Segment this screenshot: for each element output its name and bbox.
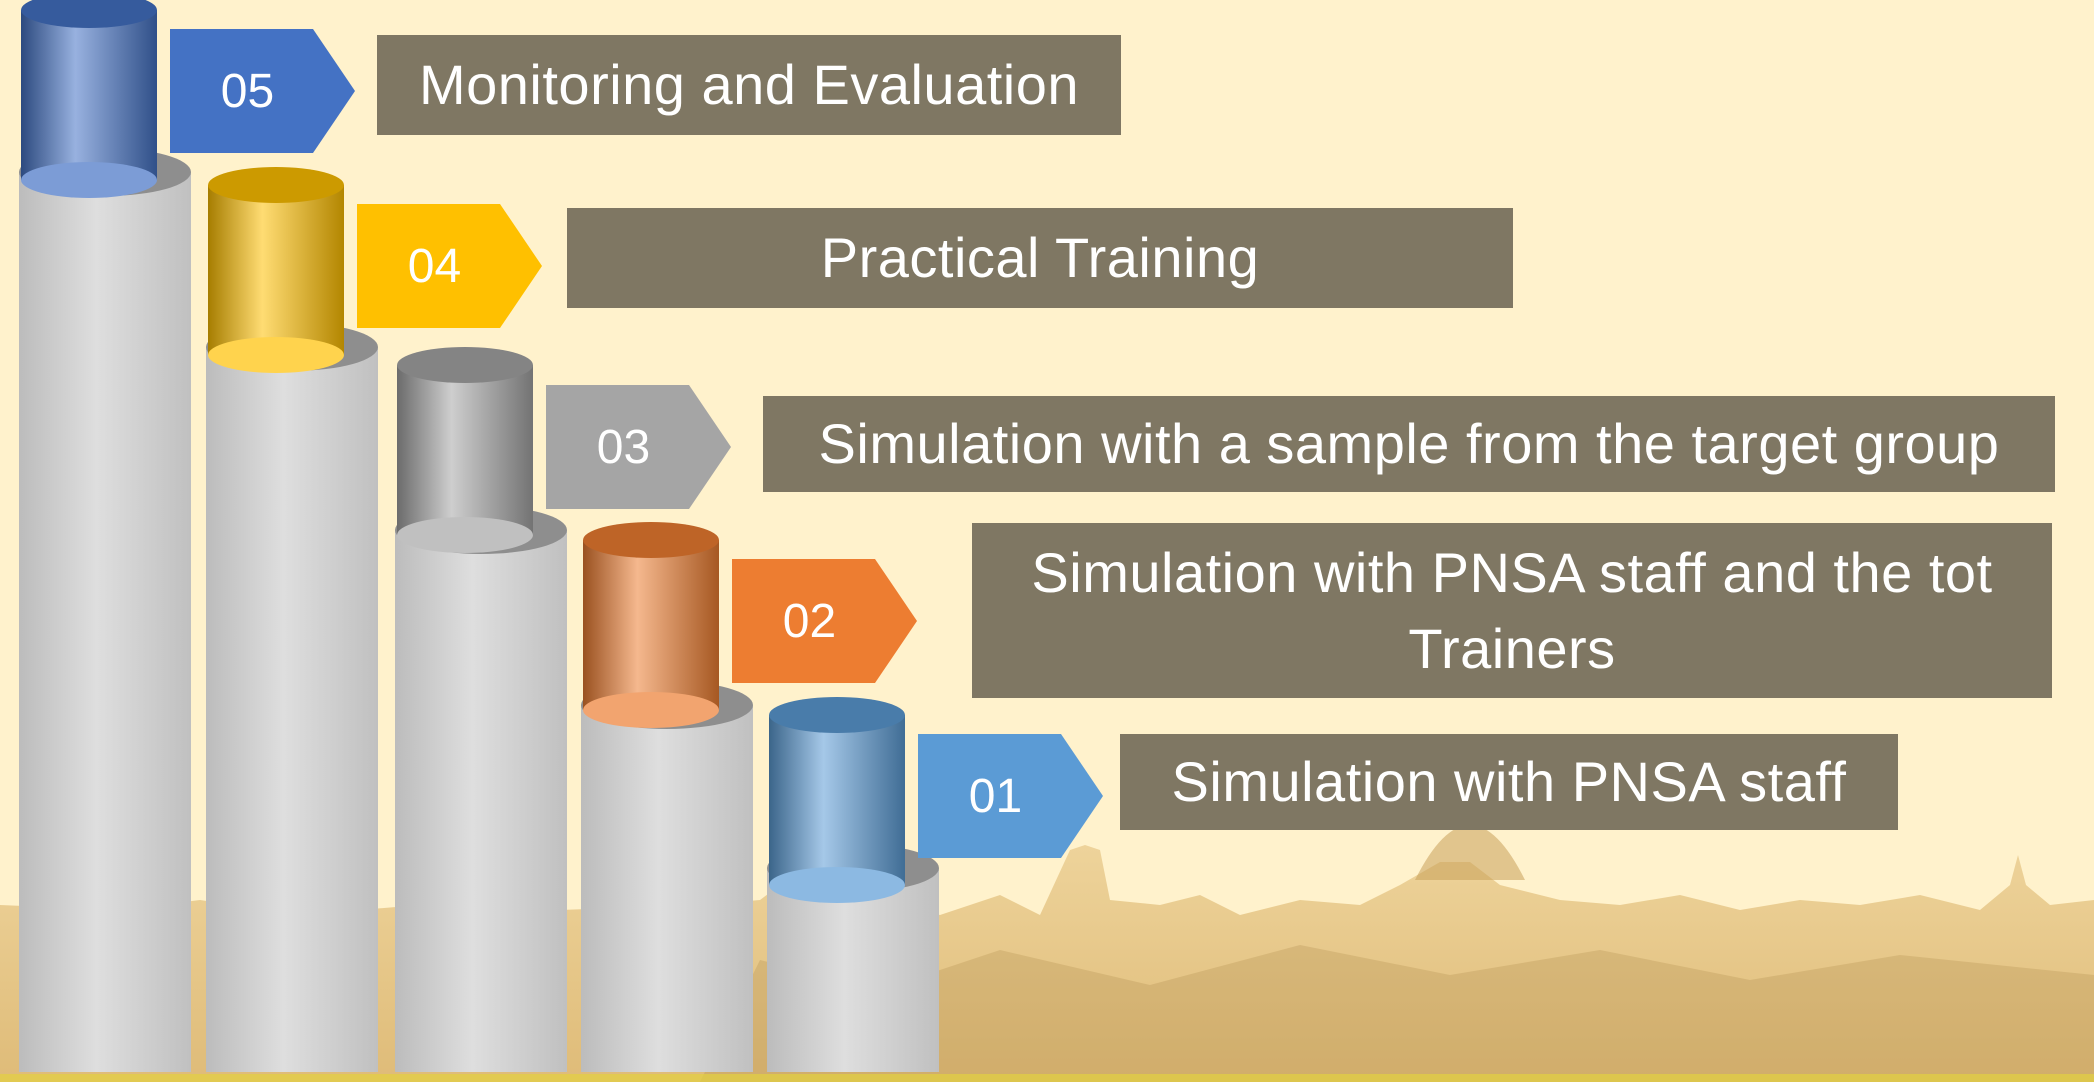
step-03-cylinder-bottom	[397, 517, 533, 553]
step-02-cylinder-body	[583, 540, 719, 710]
step-05-cylinder	[19, 0, 355, 1072]
step-02-number: 02	[782, 594, 837, 648]
step-01-cylinder-top	[769, 697, 905, 733]
step-02-pillar	[581, 705, 753, 1072]
step-05-arrow-tag	[170, 29, 355, 153]
step-01-number: 01	[968, 769, 1023, 823]
step-05-cylinder-top	[21, 0, 157, 28]
step-03-cylinder	[395, 347, 731, 1072]
step-02-arrow-tag	[732, 559, 917, 683]
step-05-cylinder-bottom	[21, 162, 157, 198]
step-05-cylinder-body	[21, 10, 157, 180]
step-04-pillar	[206, 347, 378, 1072]
step-04-cylinder-bottom	[208, 337, 344, 373]
step-01-cylinder	[767, 697, 1103, 1072]
step-03-number: 03	[596, 420, 651, 474]
step-04-number: 04	[407, 239, 462, 293]
step-04-label: Practical Training	[567, 208, 1513, 308]
step-05-label: Monitoring and Evaluation	[377, 35, 1121, 135]
step-02-cylinder	[581, 522, 917, 1072]
step-01-cylinder-bottom	[769, 867, 905, 903]
step-03-cylinder-body	[397, 365, 533, 535]
step-05-pillar	[19, 172, 191, 1072]
step-01-cylinder-body	[769, 715, 905, 885]
step-03-cylinder-top	[397, 347, 533, 383]
step-02-cylinder-bottom	[583, 692, 719, 728]
step-02-label: Simulation with PNSA staff and the tot T…	[972, 523, 2052, 698]
step-03-pillar	[395, 530, 567, 1072]
step-01-label: Simulation with PNSA staff	[1120, 734, 1898, 830]
step-03-label: Simulation with a sample from the target…	[763, 396, 2055, 492]
step-02-cylinder-top	[583, 522, 719, 558]
step-03-arrow-tag	[546, 385, 731, 509]
step-01-arrow-tag	[918, 734, 1103, 858]
step-04-cylinder-body	[208, 185, 344, 355]
step-04-cylinder-top	[208, 167, 344, 203]
step-04-arrow-tag	[357, 204, 542, 328]
step-04-cylinder	[206, 167, 542, 1072]
step-05-number: 05	[220, 64, 275, 118]
